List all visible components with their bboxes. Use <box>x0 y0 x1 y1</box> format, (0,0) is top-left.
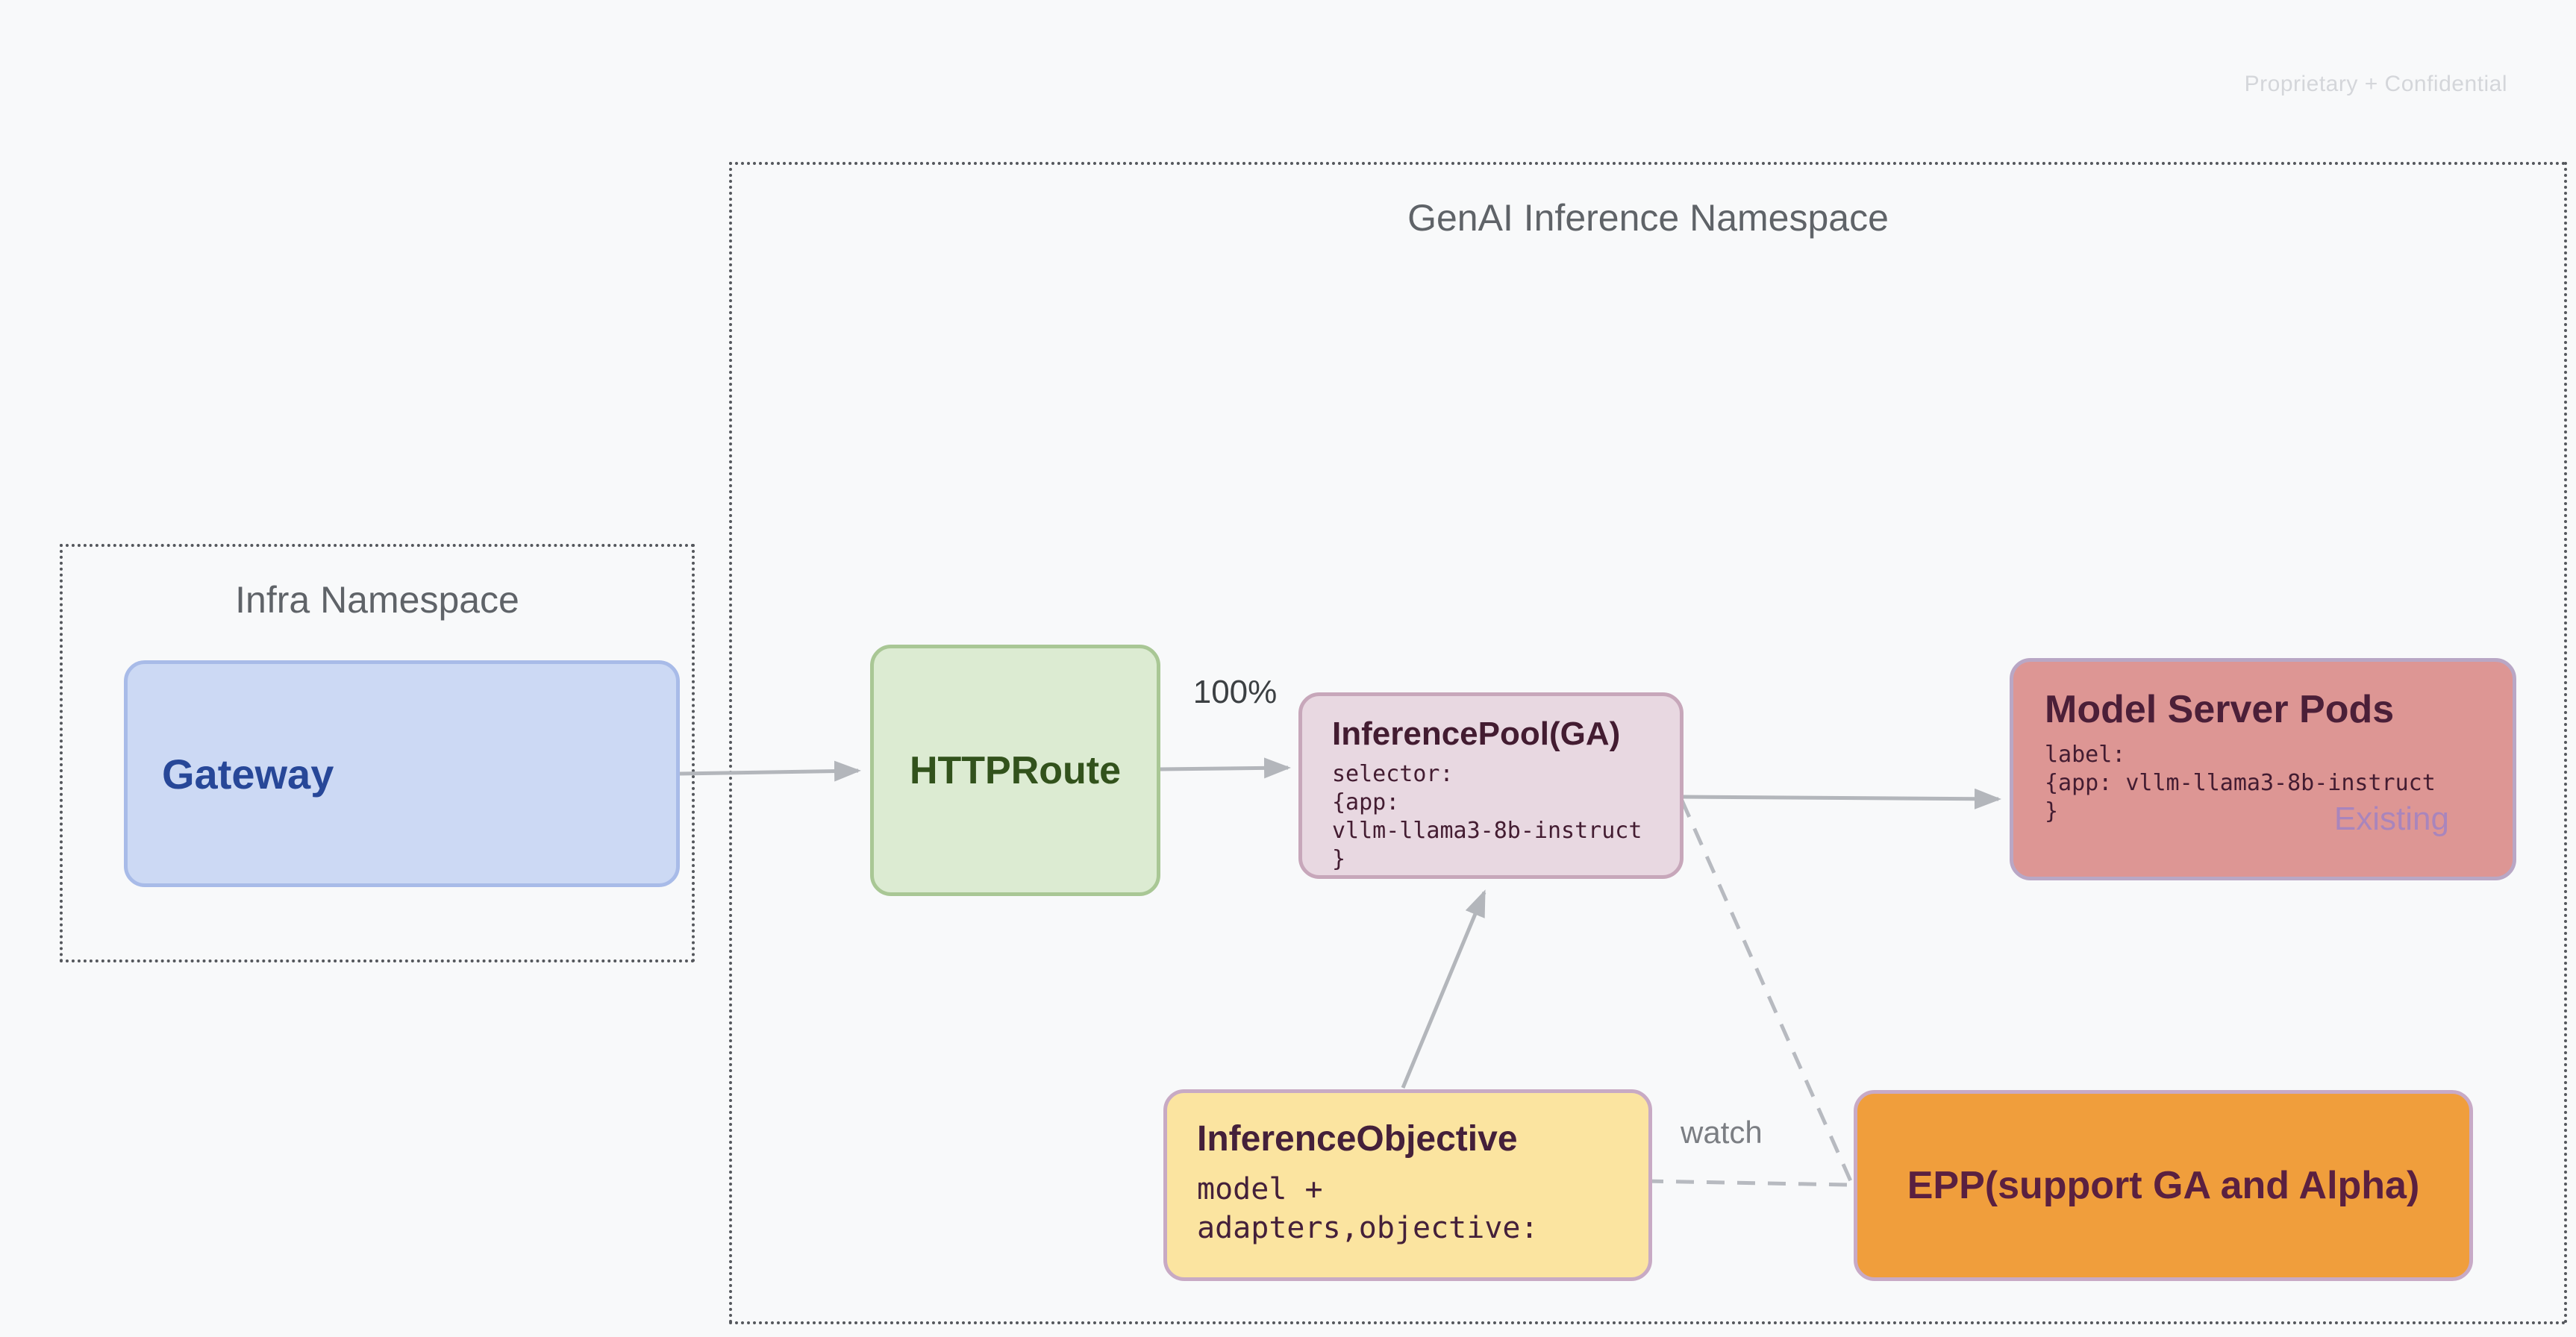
inference-pool-close-brace-line: } <box>1332 846 1346 872</box>
model-server-pods-close-brace-line: } <box>2045 798 2059 824</box>
gateway-node-label: Gateway <box>162 750 334 798</box>
infra-namespace-label: Infra Namespace <box>235 579 519 621</box>
inference-pool-node: InferencePool(GA) selector: {app: vllm-l… <box>1298 692 1684 879</box>
watermark-text: Proprietary + Confidential <box>2244 72 2507 96</box>
traffic-percent-label: 100% <box>1192 674 1278 710</box>
epp-node-label: EPP(support GA and Alpha) <box>1907 1164 2420 1207</box>
model-server-pods-title: Model Server Pods <box>2045 688 2395 731</box>
inference-objective-adapters-line: adapters,objective: <box>1197 1211 1539 1245</box>
epp-node: EPP(support GA and Alpha) <box>1854 1090 2473 1281</box>
genai-namespace-label: GenAI Inference Namespace <box>1407 197 1889 239</box>
genai-namespace-container: GenAI Inference Namespace <box>729 162 2567 1324</box>
gateway-node: Gateway <box>124 660 680 887</box>
model-server-pods-label-line: label: <box>2045 742 2126 768</box>
httproute-node: HTTPRoute <box>870 645 1160 896</box>
inference-objective-title: InferenceObjective <box>1197 1119 1518 1159</box>
infra-namespace-container: Infra Namespace <box>60 544 695 962</box>
inference-pool-title: InferencePool(GA) <box>1332 716 1621 752</box>
httproute-node-label: HTTPRoute <box>909 748 1122 792</box>
inference-objective-node: InferenceObjective model + adapters,obje… <box>1163 1089 1652 1281</box>
inference-pool-selector-line: selector: <box>1332 761 1454 787</box>
existing-tag: Existing <box>2333 801 2449 837</box>
model-server-pods-node: Model Server Pods label: {app: vllm-llam… <box>2010 658 2516 880</box>
inference-objective-model-line: model + <box>1197 1172 1323 1206</box>
model-server-pods-app-line: {app: vllm-llama3-8b-instruct <box>2045 770 2436 796</box>
inference-pool-app-line: {app: <box>1332 789 1400 815</box>
watch-label: watch <box>1681 1115 1763 1150</box>
inference-pool-model-line: vllm-llama3-8b-instruct <box>1332 818 1642 844</box>
